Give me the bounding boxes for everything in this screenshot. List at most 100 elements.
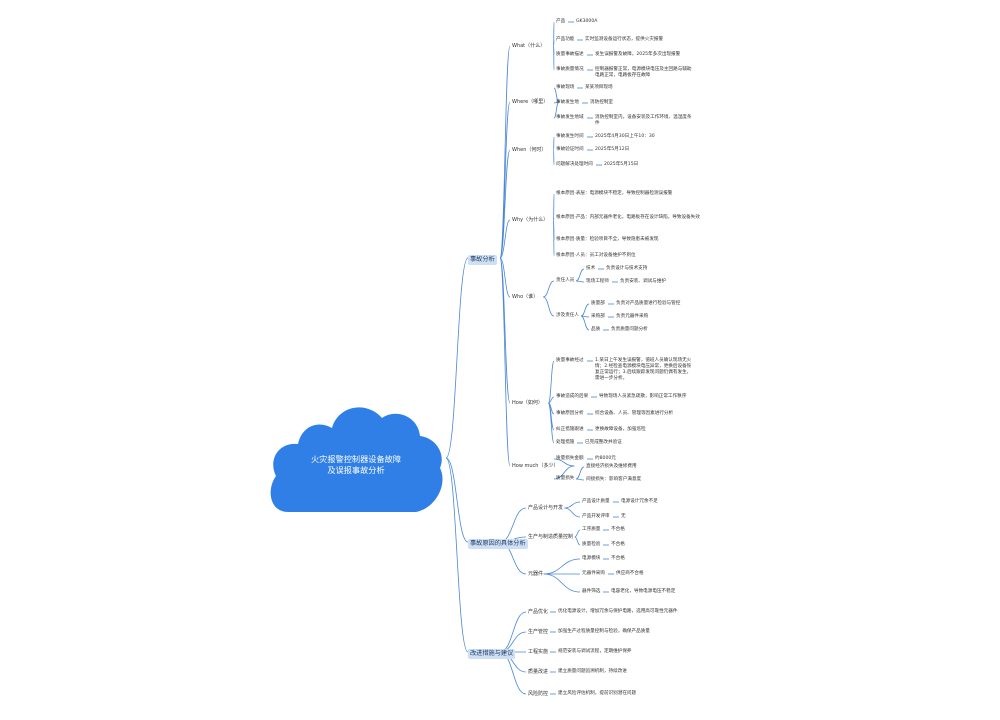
group-0-3[interactable]: Why（为什么） bbox=[512, 217, 549, 223]
group-1-2[interactable]: 元器件 bbox=[528, 571, 544, 577]
item-0-1-1[interactable]: 事故发生地 bbox=[556, 100, 579, 105]
group-2-1[interactable]: 生产管控 bbox=[528, 629, 549, 635]
group-2-4[interactable]: 风险防控 bbox=[528, 691, 549, 697]
child-value-0-4-1-0[interactable]: 负责对产品质量进行检验与管控 bbox=[616, 301, 681, 306]
item-1-2-0[interactable]: 电源模块 bbox=[582, 556, 601, 561]
item-value-0-2-2[interactable]: 2025年5月15日 bbox=[604, 162, 639, 167]
connector-line bbox=[580, 303, 590, 317]
connector-line bbox=[445, 457, 469, 543]
group-2-0[interactable]: 产品优化 bbox=[528, 609, 549, 615]
root-node[interactable]: 火灾报警控制器设备故障 及误报事故分析 bbox=[266, 398, 446, 518]
group-value-2-2[interactable]: 规范安装与调试流程，定期维护保养 bbox=[558, 649, 632, 654]
item-value-0-1-0[interactable]: 某某项目现场 bbox=[585, 85, 613, 90]
item-value-0-0-0[interactable]: GK3000A bbox=[576, 19, 598, 24]
item-0-1-2[interactable]: 事故发生地域 bbox=[556, 115, 584, 120]
item-value-1-2-1[interactable]: 供应商不合格 bbox=[616, 571, 644, 576]
item-0-0-1[interactable]: 产品功能 bbox=[556, 37, 575, 42]
group-2-2[interactable]: 工程实施 bbox=[528, 649, 549, 655]
child-0-4-1-2[interactable]: 品质 bbox=[591, 327, 601, 332]
item-value-1-2-2[interactable]: 电容老化，导致电源电压不稳定 bbox=[611, 589, 676, 594]
connector-line bbox=[564, 507, 581, 518]
group-value-2-3[interactable]: 建立质量问题追溯机制，持续改进 bbox=[558, 669, 627, 674]
item-0-3-3[interactable]: 根本原因·人员：员工对设备维护不到位 bbox=[556, 253, 636, 258]
item-0-2-0[interactable]: 事故发生时间 bbox=[556, 134, 584, 139]
group-0-4[interactable]: Who（谁） bbox=[512, 294, 539, 300]
item-value-0-5-4[interactable]: 已完成整改并验证 bbox=[585, 440, 622, 445]
item-0-5-0[interactable]: 质量事故经过 bbox=[556, 358, 584, 363]
group-1-1[interactable]: 生产与制造质量控制 bbox=[528, 534, 574, 540]
item-value-1-1-0[interactable]: 不合格 bbox=[611, 527, 625, 532]
group-0-1[interactable]: Where（哪里） bbox=[512, 99, 549, 105]
branch-2[interactable]: 改进措施与建议 bbox=[468, 649, 516, 659]
child-value-0-4-0-1[interactable]: 负责安装、调试与维护 bbox=[620, 279, 666, 284]
item-value-0-2-0[interactable]: 2025年4月30日上午10：30 bbox=[595, 134, 655, 139]
item-0-4-1[interactable]: 涉及责任人 bbox=[556, 313, 579, 318]
child-0-4-0-0[interactable]: 技术 bbox=[586, 266, 596, 271]
item-0-2-1[interactable]: 事故验证时间 bbox=[556, 147, 584, 152]
child-value-0-4-0-0[interactable]: 负责设计与技术支持 bbox=[606, 266, 648, 271]
item-1-0-0[interactable]: 产品设计质量 bbox=[582, 499, 610, 504]
item-value-0-1-1[interactable]: 消防控制室 bbox=[590, 100, 613, 105]
item-0-6-0[interactable]: 质量损失金额 bbox=[556, 456, 584, 461]
item-0-5-4[interactable]: 处理措施 bbox=[556, 440, 575, 445]
group-0-0[interactable]: What（什么） bbox=[512, 43, 546, 49]
child-value-0-6-1-1[interactable]: 间接损失：影响客户满意度 bbox=[586, 477, 642, 482]
root-title-line2: 及误报事故分析 bbox=[327, 465, 385, 475]
connector-line bbox=[445, 457, 469, 653]
item-0-2-2[interactable]: 问题解决处理时间 bbox=[556, 162, 593, 167]
connector-line bbox=[445, 257, 469, 459]
child-0-4-1-0[interactable]: 质量部 bbox=[591, 301, 605, 306]
group-0-5[interactable]: How（如何） bbox=[512, 400, 543, 406]
group-value-2-0[interactable]: 优化电源设计，增加冗余与保护电路，选用高可靠性元器件 bbox=[558, 609, 678, 614]
item-value-0-0-1[interactable]: 实时监测设备运行状态，提供火灾报警 bbox=[585, 37, 664, 42]
group-2-3[interactable]: 质量改进 bbox=[528, 669, 549, 675]
item-value-1-2-0[interactable]: 不合格 bbox=[611, 556, 625, 561]
group-0-2[interactable]: When（何时） bbox=[512, 147, 547, 153]
connector-line bbox=[553, 458, 575, 467]
item-value-0-2-1[interactable]: 2025年5月12日 bbox=[595, 147, 630, 152]
child-value-0-4-1-2[interactable]: 负责质量问题分析 bbox=[611, 327, 648, 332]
branch-1[interactable]: 事故原因的具体分析 bbox=[468, 539, 528, 549]
item-value-0-5-2[interactable]: 综合设备、人员、管理等因素进行分析 bbox=[595, 411, 674, 416]
item-0-1-0[interactable]: 事故现场 bbox=[556, 85, 575, 90]
item-value-0-5-3[interactable]: 更换故障设备，加强巡检 bbox=[595, 427, 646, 432]
item-0-3-2[interactable]: 根本原因·质量：检验项目不全，导致隐患未被发现 bbox=[556, 237, 659, 242]
item-value-0-0-3[interactable]: 控制器报警正常，电源模块电压及主回路与辅助电路正常，电路板存在故障 bbox=[595, 67, 692, 78]
child-value-0-6-1-0[interactable]: 直接经济损失及维修费用 bbox=[586, 464, 637, 469]
item-value-0-6-0[interactable]: 约8000元 bbox=[595, 456, 616, 461]
item-1-2-2[interactable]: 器件筛选 bbox=[582, 589, 601, 594]
item-value-1-0-1[interactable]: 无 bbox=[621, 514, 626, 519]
group-0-6[interactable]: How much（多少） bbox=[512, 463, 559, 469]
group-value-2-1[interactable]: 加强生产过程质量控制与检验，确保产品质量 bbox=[558, 629, 650, 634]
item-value-0-5-1[interactable]: 导致现场人员紧急疏散，影响正常工作秩序 bbox=[599, 394, 687, 399]
item-value-0-0-2[interactable]: 发生误报警及故障，2025年多次出现报警 bbox=[595, 52, 681, 57]
child-0-4-0-1[interactable]: 现场工程师 bbox=[586, 279, 609, 284]
item-1-2-1[interactable]: 元器件采购 bbox=[582, 571, 605, 576]
item-0-5-1[interactable]: 事故造成的后果 bbox=[556, 394, 589, 399]
item-0-3-0[interactable]: 根本原因·表层：电源模块不稳定，导致控制器检测误报警 bbox=[556, 191, 673, 196]
item-value-0-1-2[interactable]: 消防控制室内，设备安装及工作环境、温湿度条件 bbox=[595, 115, 692, 126]
item-0-5-3[interactable]: 纠正措施跟进 bbox=[556, 427, 584, 432]
item-1-1-0[interactable]: 工序质量 bbox=[582, 527, 601, 532]
item-0-6-1[interactable]: 质量损失 bbox=[556, 476, 575, 481]
item-1-1-1[interactable]: 质量检验 bbox=[582, 542, 601, 547]
item-1-0-1[interactable]: 产品开发评审 bbox=[582, 514, 610, 519]
child-value-0-4-1-1[interactable]: 负责元器件采购 bbox=[616, 314, 649, 319]
item-value-1-1-1[interactable]: 不合格 bbox=[611, 542, 625, 547]
item-0-0-3[interactable]: 事故质量情况 bbox=[556, 67, 584, 72]
child-0-4-1-1[interactable]: 采购部 bbox=[591, 314, 605, 319]
group-1-0[interactable]: 产品设计与开发 bbox=[528, 505, 564, 511]
branch-0[interactable]: 事故分析 bbox=[468, 255, 497, 265]
item-0-0-0[interactable]: 产品 bbox=[556, 19, 566, 24]
connector-line bbox=[553, 87, 560, 103]
item-0-4-0[interactable]: 责任人员 bbox=[556, 278, 575, 283]
connector-line bbox=[499, 219, 511, 259]
item-value-0-5-0[interactable]: 1.某日上午发生误报警，值班人员确认现场无火情；2.经检查电源模块电压异常，更换… bbox=[595, 358, 692, 381]
group-value-2-4[interactable]: 建立风险评估机制，提前识别潜在问题 bbox=[558, 691, 637, 696]
item-0-0-2[interactable]: 质量事故描述 bbox=[556, 52, 584, 57]
item-0-5-2[interactable]: 事故原因分析 bbox=[556, 411, 584, 416]
item-value-1-0-0[interactable]: 电源设计冗余不足 bbox=[621, 499, 658, 504]
item-0-3-1[interactable]: 根本原因·产品：内部元器件老化，电路板存在设计缺陷，导致设备失效 bbox=[556, 215, 700, 220]
